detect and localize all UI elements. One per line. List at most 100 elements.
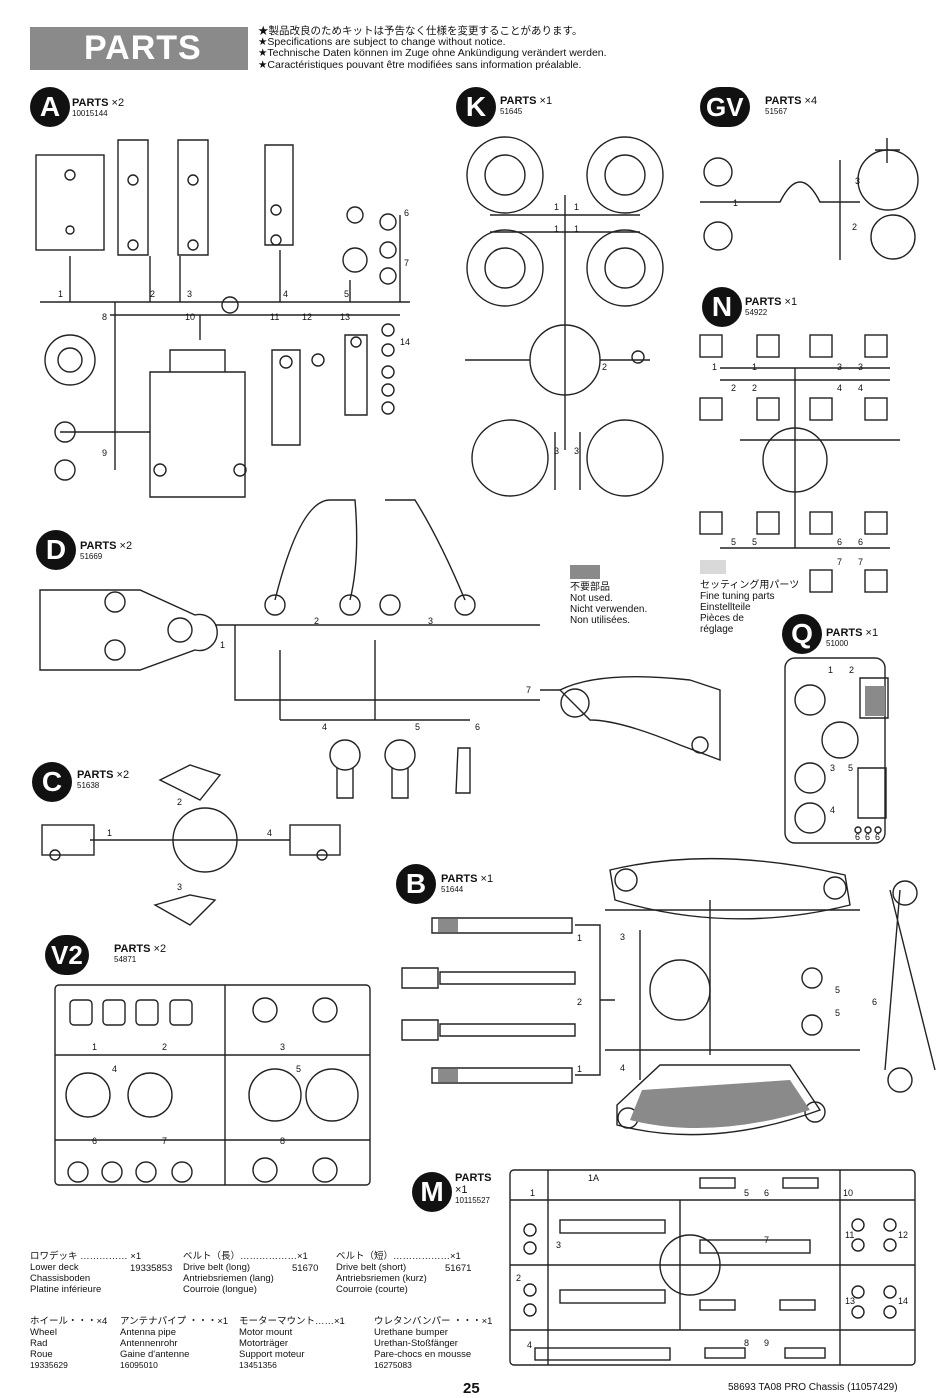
item-wheel: ホイール・・・×4 Wheel Rad Roue 19335629 bbox=[30, 1316, 107, 1371]
item-motor-mount-en: Motor mount bbox=[239, 1327, 293, 1338]
badge-q: Q bbox=[782, 614, 822, 654]
parts-m-code: 10115527 bbox=[455, 1196, 490, 1205]
label-q-6c: 6 bbox=[875, 832, 881, 842]
label-m-6: 6 bbox=[764, 1188, 770, 1198]
item-motor-mount-code: 13451356 bbox=[239, 1360, 277, 1370]
label-k-3b: 3 bbox=[574, 446, 580, 456]
item-belt-long-fr: Courroie (longue) bbox=[183, 1284, 257, 1295]
item-lower-deck-name: ロワデッキ …………… ×1 bbox=[30, 1251, 142, 1262]
parts-v2-title: PARTS bbox=[114, 943, 151, 955]
item-lower-deck-en: Lower deck bbox=[30, 1262, 79, 1273]
parts-banner: PARTS bbox=[30, 27, 248, 70]
item-urethane-bumper-en: Urethane bumper bbox=[374, 1327, 448, 1338]
label-v2-8: 8 bbox=[280, 1136, 286, 1146]
note-ja: ★製品改良のためキットは予告なく仕様を変更することがあります。 bbox=[258, 25, 583, 37]
label-m-2: 2 bbox=[516, 1273, 522, 1283]
parts-a-code: 10015144 bbox=[72, 109, 108, 118]
label-v2-3: 3 bbox=[280, 1042, 286, 1052]
label-d-2: 2 bbox=[314, 616, 320, 626]
label-d-3: 3 bbox=[428, 616, 434, 626]
item-antenna-pipe-de: Antennenrohr bbox=[120, 1338, 178, 1349]
item-urethane-bumper-fr: Pare-chocs en mousse bbox=[374, 1349, 472, 1360]
label-d-7: 7 bbox=[526, 685, 532, 695]
item-belt-short-code: 51671 bbox=[445, 1263, 472, 1274]
label-n-2a: 2 bbox=[731, 383, 737, 393]
item-urethane-bumper-code: 16275083 bbox=[374, 1360, 412, 1370]
label-m-3: 3 bbox=[556, 1240, 562, 1250]
label-v2-1: 1 bbox=[92, 1042, 98, 1052]
legend-unused-de: Nicht verwenden. bbox=[570, 604, 648, 615]
item-lower-deck-code: 19335853 bbox=[130, 1263, 173, 1274]
label-k-1a: 1 bbox=[554, 202, 560, 212]
label-k-1d: 1 bbox=[574, 224, 580, 234]
label-a-7: 7 bbox=[404, 258, 410, 268]
label-m-14: 14 bbox=[898, 1296, 909, 1306]
label-a-13: 13 bbox=[340, 312, 351, 322]
item-wheel-code: 19335629 bbox=[30, 1360, 68, 1370]
legend-unused-en: Not used. bbox=[570, 593, 613, 604]
parts-b-title: PARTS bbox=[441, 873, 478, 885]
footer-reference: 58693 TA08 PRO Chassis (11057429) bbox=[728, 1382, 898, 1393]
parts-gv-qty: ×4 bbox=[804, 95, 818, 107]
label-c-2: 2 bbox=[177, 797, 183, 807]
parts-k-header: PARTS ×1 51645 bbox=[500, 95, 552, 116]
parts-m-header: PARTS ×1 10115527 bbox=[455, 1172, 491, 1205]
label-d-1: 1 bbox=[220, 640, 226, 650]
page-title: PARTS bbox=[84, 29, 202, 67]
item-belt-short: ベルト（短）………………×1 Drive belt (short) Antrie… bbox=[336, 1251, 461, 1295]
parts-v2-header: PARTS ×2 54871 bbox=[114, 943, 166, 964]
label-m-1: 1 bbox=[530, 1188, 536, 1198]
parts-d-qty: ×2 bbox=[119, 540, 133, 552]
item-belt-long-de: Antriebsriemen (lang) bbox=[183, 1273, 274, 1284]
legend-tuning: セッティング用パーツ Fine tuning parts Einstelltei… bbox=[700, 580, 799, 635]
label-m-5: 5 bbox=[744, 1188, 750, 1198]
item-urethane-bumper-name: ウレタンバンパー ・・・×1 bbox=[374, 1316, 493, 1327]
item-motor-mount-name: モーターマウント……×1 bbox=[239, 1316, 345, 1327]
label-v2-5: 5 bbox=[296, 1064, 302, 1074]
item-antenna-pipe-fr: Gaine d'antenne bbox=[120, 1349, 190, 1360]
label-n-2b: 2 bbox=[752, 383, 758, 393]
label-v2-7: 7 bbox=[162, 1136, 168, 1146]
label-a-12: 12 bbox=[302, 312, 313, 322]
item-belt-long: ベルト（長）………………×1 Drive belt (long) Antrieb… bbox=[183, 1251, 308, 1295]
label-m-9: 9 bbox=[764, 1338, 770, 1348]
legend-tuning-fr1: Pièces de bbox=[700, 613, 744, 624]
label-m-1a: 1A bbox=[588, 1173, 600, 1183]
note-fr: ★Caractéristiques pouvant être modifiées… bbox=[258, 58, 582, 71]
label-m-4: 4 bbox=[527, 1340, 533, 1350]
label-b-4: 4 bbox=[620, 1063, 626, 1073]
label-b-3: 3 bbox=[620, 932, 626, 942]
parts-gv-title: PARTS bbox=[765, 95, 802, 107]
item-antenna-pipe-en: Antenna pipe bbox=[120, 1327, 176, 1338]
item-antenna-pipe-name: アンテナパイプ ・・・×1 bbox=[120, 1316, 229, 1327]
item-belt-long-code: 51670 bbox=[292, 1263, 319, 1274]
spec-notes: ★製品改良のためキットは予告なく仕様を変更することがあります。 ★Specifi… bbox=[258, 25, 607, 71]
legend-tuning-fr2: réglage bbox=[700, 624, 734, 635]
parts-b-header: PARTS ×1 51644 bbox=[441, 873, 493, 894]
label-q-6a: 6 bbox=[855, 832, 861, 842]
item-belt-long-en: Drive belt (long) bbox=[183, 1262, 251, 1273]
label-n-3a: 3 bbox=[837, 362, 843, 372]
parts-b-code: 51644 bbox=[441, 885, 464, 894]
label-m-12: 12 bbox=[898, 1230, 909, 1240]
badge-gv: GV bbox=[700, 87, 750, 127]
label-n-6a: 6 bbox=[837, 537, 843, 547]
item-belt-long-name: ベルト（長）………………×1 bbox=[183, 1251, 308, 1262]
parts-n-qty: ×1 bbox=[784, 296, 798, 308]
parts-d-code: 51669 bbox=[80, 552, 103, 561]
label-a-5: 5 bbox=[344, 289, 350, 299]
label-a-8: 8 bbox=[102, 312, 108, 322]
label-q-4: 4 bbox=[830, 805, 836, 815]
legend-unused: 不要部品 Not used. Nicht verwenden. Non util… bbox=[570, 582, 647, 626]
item-motor-mount-de: Motorträger bbox=[239, 1338, 289, 1349]
badge-d: D bbox=[36, 530, 76, 570]
label-q-3: 3 bbox=[830, 763, 836, 773]
parts-a-qty: ×2 bbox=[111, 97, 125, 109]
label-a-9: 9 bbox=[102, 448, 108, 458]
legend-tuning-de: Einstellteile bbox=[700, 602, 751, 613]
label-d-4: 4 bbox=[322, 722, 328, 732]
label-a-10: 10 bbox=[185, 312, 196, 322]
label-n-1b: 1 bbox=[752, 362, 758, 372]
label-gv-3: 3 bbox=[855, 176, 861, 186]
